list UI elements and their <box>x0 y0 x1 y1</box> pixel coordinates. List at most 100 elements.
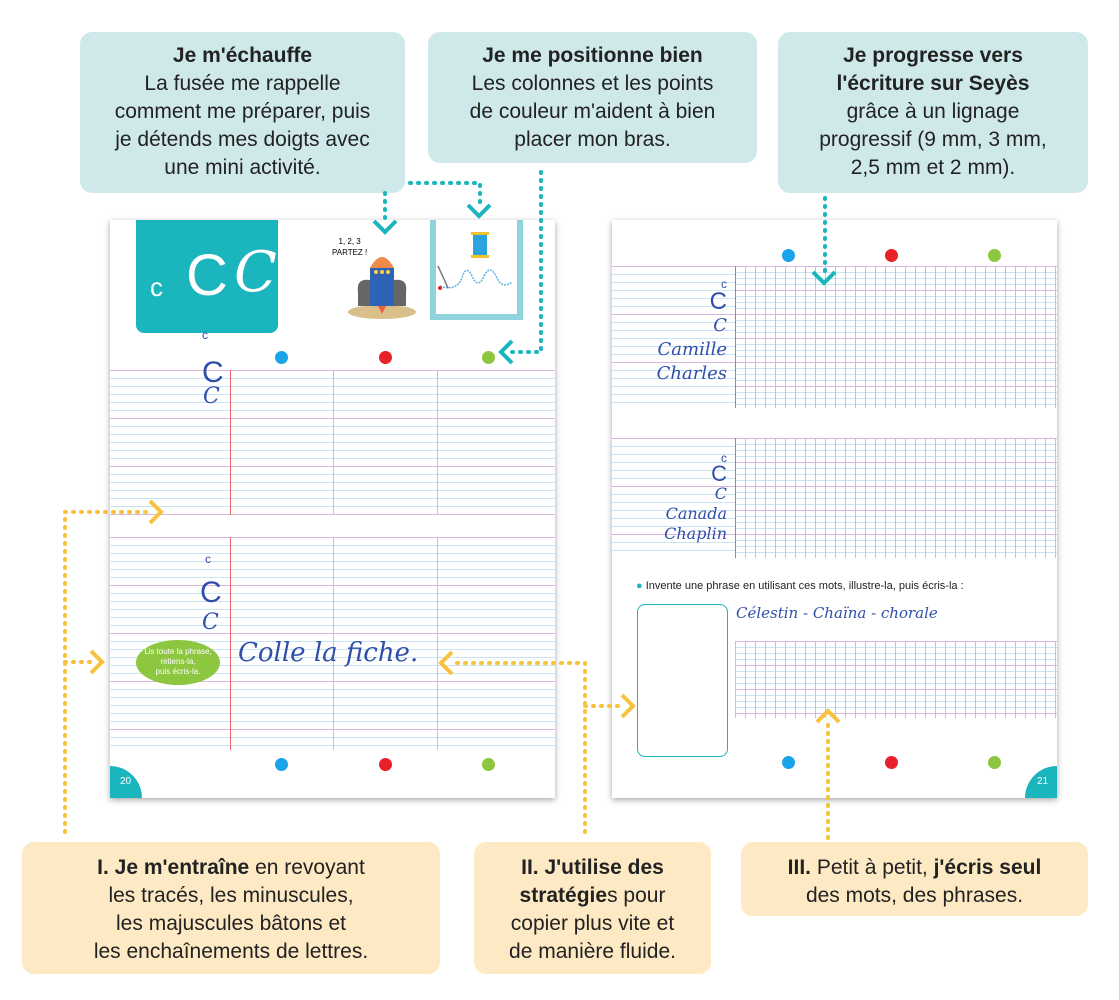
letter-list-1: c C C Camille Charles <box>657 278 727 386</box>
callout-title: II. J'utilise des <box>521 856 664 879</box>
blue-dot <box>782 249 795 262</box>
callout-warmup: Je m'échauffe La fusée me rappelle comme… <box>80 32 405 193</box>
guide-letter: c <box>721 451 727 465</box>
guide-letter: C <box>711 461 727 486</box>
callout-practice: I. Je m'entraîne en revoyant les tracés,… <box>22 842 440 974</box>
callout-line: une mini activité. <box>164 156 321 179</box>
guide-letter: C <box>709 288 727 315</box>
green-dot <box>482 758 495 771</box>
guide-letter: C <box>202 610 219 635</box>
thread-spool-icon <box>437 232 513 290</box>
writing-grid[interactable] <box>735 641 1057 718</box>
callout-line: les majuscules bâtons et <box>116 912 346 935</box>
red-dot <box>885 756 898 769</box>
right-page: c C C Camille Charles c C C Canada Chapl… <box>612 220 1057 798</box>
grid-band-2 <box>735 438 1057 558</box>
instruction-text: Invente une phrase en utilisant ces mots… <box>645 580 964 592</box>
ruled-margin-2 <box>612 438 735 558</box>
model-word: Camille <box>657 339 728 360</box>
callout-text: s pour <box>607 884 666 907</box>
guide-letter: C <box>714 484 727 503</box>
grid-band-1 <box>735 266 1057 408</box>
margin-line <box>735 266 736 408</box>
ruled-band-1 <box>110 370 555 515</box>
callout-line: copier plus vite et <box>510 912 675 935</box>
model-word: Charles <box>656 363 727 384</box>
callout-title: I. Je m'entraîne <box>97 856 250 879</box>
callout-title: III. <box>787 856 812 879</box>
margin-line <box>735 438 736 558</box>
callout-title: stratégie <box>519 884 608 907</box>
bubble-line: puis écris-la. <box>155 667 201 676</box>
left-page: c C C 1, 2, 3 PARTEZ ! c C C c C C Lis t… <box>110 220 555 798</box>
callout-progress: Je progresse vers l'écriture sur Seyès g… <box>778 32 1088 193</box>
guide-letter: C <box>202 356 224 389</box>
model-words: Célestin - Chaïna - chorale <box>736 604 938 622</box>
guide-letter: C <box>200 576 222 609</box>
column-line <box>333 537 334 750</box>
callout-title: Je progresse vers <box>843 44 1023 67</box>
callout-strategies: II. J'utilise des stratégies pour copier… <box>474 842 711 974</box>
guide-letter: c <box>721 277 727 291</box>
blue-dot <box>275 758 288 771</box>
callout-title: Je me positionne bien <box>482 44 703 67</box>
green-dot <box>482 351 495 364</box>
guide-letter: C <box>203 384 220 409</box>
callout-write-alone: III. Petit à petit, j'écris seul des mot… <box>741 842 1088 916</box>
callout-line: progressif (9 mm, 3 mm, <box>819 128 1047 151</box>
callout-line: des mots, des phrases. <box>805 884 1024 907</box>
callout-line: les enchaînements de lettres. <box>93 940 369 963</box>
callout-line: de couleur m'aident à bien <box>469 100 716 123</box>
model-word: Canada <box>665 504 727 523</box>
blue-dot <box>782 756 795 769</box>
guide-letter: c <box>205 552 211 566</box>
guide-letter: C <box>713 315 727 336</box>
column-line <box>437 370 438 515</box>
callout-text: en revoyant <box>249 856 365 879</box>
callout-line: je détends mes doigts avec <box>115 128 370 151</box>
column-line <box>437 537 438 750</box>
instruction: ● Invente une phrase en utilisant ces mo… <box>636 580 964 592</box>
letter-capital: C <box>186 243 228 308</box>
caption-line: PARTEZ ! <box>332 248 368 257</box>
callout-line: grâce à un lignage <box>846 100 1020 123</box>
callout-title: l'écriture sur Seyès <box>836 72 1030 95</box>
margin-line <box>230 537 231 750</box>
model-sentence: Colle la fiche. <box>238 638 419 668</box>
speech-bubble: Lis toute la phrase, retiens-la, puis éc… <box>136 640 220 685</box>
red-dot <box>379 351 392 364</box>
caption-line: 1, 2, 3 <box>338 237 361 246</box>
callout-text: Petit à petit, <box>811 856 934 879</box>
callout-line: comment me préparer, puis <box>114 100 371 123</box>
rocket-icon <box>348 257 416 319</box>
rocket-caption: 1, 2, 3 PARTEZ ! <box>332 236 367 258</box>
ruled-margin-1 <box>612 266 735 408</box>
column-line <box>333 370 334 515</box>
page-number: 20 <box>120 776 132 787</box>
letter-lower: c <box>150 272 163 302</box>
illustration-box[interactable] <box>637 604 728 757</box>
callout-line: 2,5 mm et 2 mm). <box>850 156 1016 179</box>
callout-emphasis: j'écris seul <box>933 856 1042 879</box>
page-number: 21 <box>1037 776 1049 787</box>
callout-position: Je me positionne bien Les colonnes et le… <box>428 32 757 163</box>
red-dot <box>885 249 898 262</box>
callout-title: Je m'échauffe <box>172 44 313 67</box>
callout-line: de manière fluide. <box>509 940 676 963</box>
margin-line <box>230 370 231 515</box>
model-word: Chaplin <box>664 524 727 543</box>
callout-line: La fusée me rappelle <box>144 72 341 95</box>
green-dot <box>988 756 1001 769</box>
thread-activity <box>430 220 523 320</box>
blue-dot <box>275 351 288 364</box>
bubble-line: retiens-la, <box>160 657 196 666</box>
callout-line: les tracés, les minuscules, <box>108 884 354 907</box>
guide-letter: c <box>202 328 208 342</box>
red-dot <box>379 758 392 771</box>
bubble-line: Lis toute la phrase, <box>144 647 212 656</box>
letter-header-box: c C C <box>136 220 278 333</box>
green-dot <box>988 249 1001 262</box>
callout-line: placer mon bras. <box>514 128 671 151</box>
callout-line: Les colonnes et les points <box>471 72 714 95</box>
letter-cursive: C <box>234 240 277 305</box>
